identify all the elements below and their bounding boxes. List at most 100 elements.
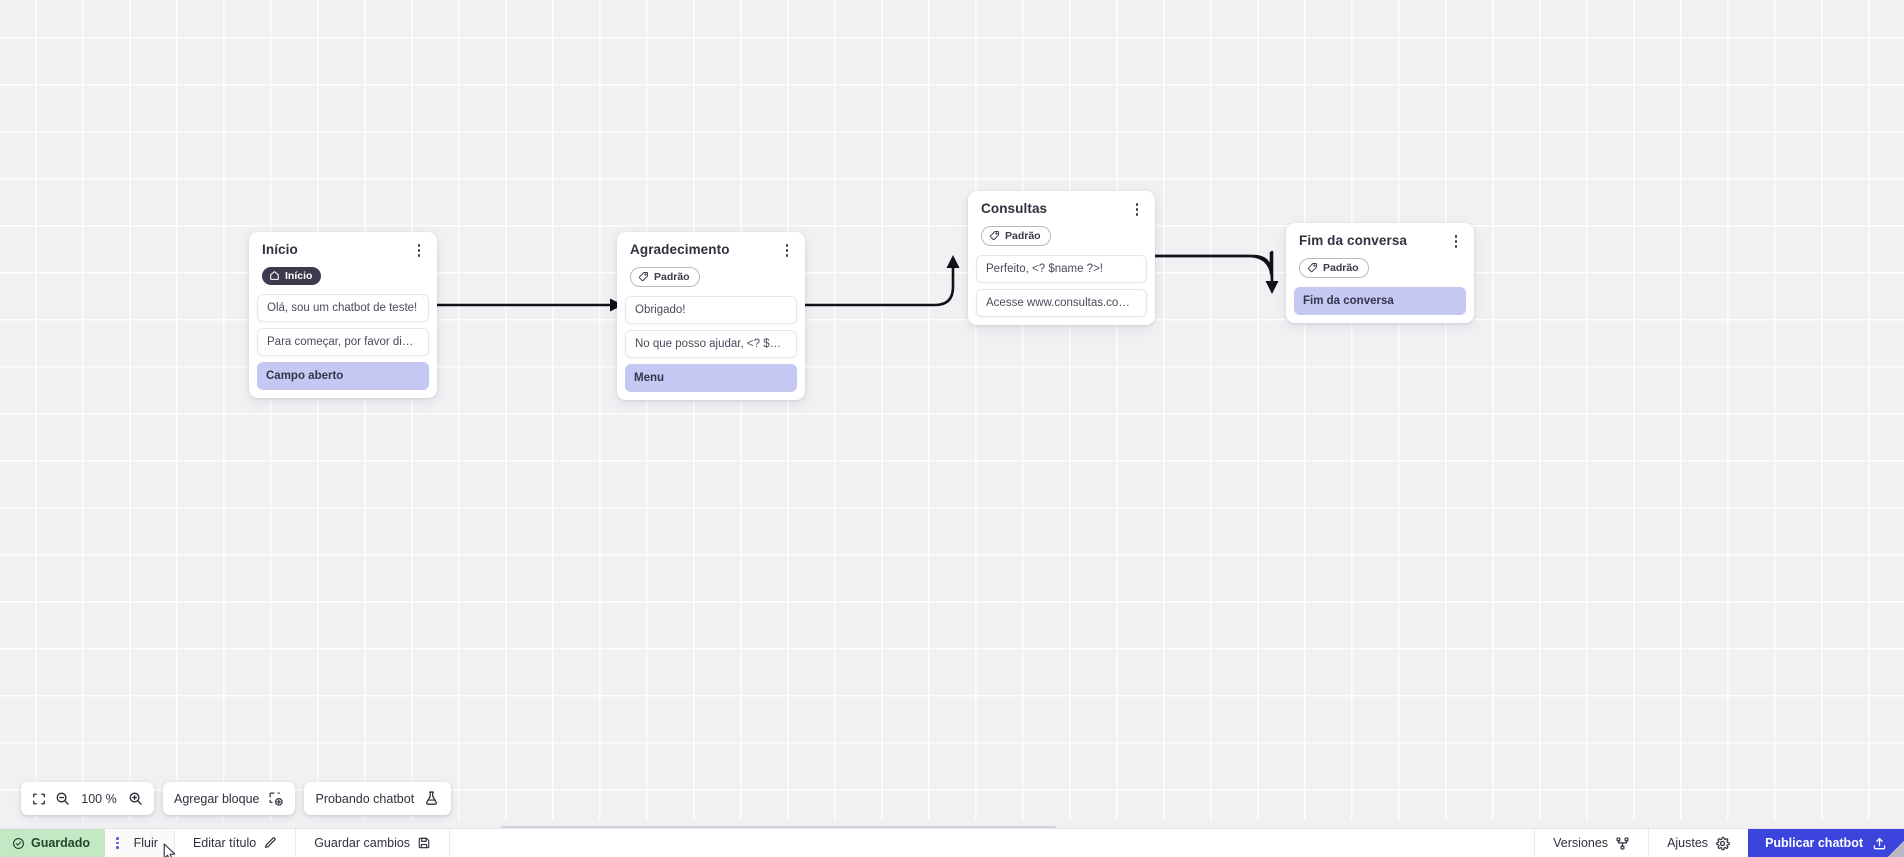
- edge-c-f: [1154, 248, 1272, 278]
- node-menu-icon[interactable]: [1130, 201, 1144, 218]
- node-menu-icon[interactable]: [412, 242, 426, 259]
- status-bar: Guardado Fluir Editar título Guardar cam…: [0, 828, 1904, 857]
- statusbar-spacer: [450, 829, 1534, 857]
- settings-label: Ajustes: [1667, 836, 1709, 850]
- node-message[interactable]: Para começar, por favor digite o ...: [257, 327, 429, 356]
- add-block-label: Agregar bloque: [174, 791, 260, 806]
- node-badge-padrao[interactable]: Padrão: [981, 225, 1051, 246]
- save-changes-button[interactable]: Guardar cambios: [296, 829, 451, 857]
- node-title: Fim da conversa: [1299, 233, 1408, 248]
- node-badge-padrao[interactable]: Padrão: [1299, 257, 1369, 278]
- node-title: Início: [262, 242, 298, 257]
- edge-cf-render: [1154, 250, 1272, 279]
- node-message[interactable]: Obrigado!: [625, 295, 797, 324]
- flask-icon: [423, 790, 440, 807]
- node-slot[interactable]: Campo aberto: [257, 361, 429, 390]
- node-badge-inicio[interactable]: Início: [262, 266, 322, 285]
- node-slot[interactable]: Fim da conversa: [1294, 286, 1466, 315]
- node-header: Início Início: [249, 232, 437, 294]
- node-badge-label: Padrão: [654, 270, 690, 283]
- pencil-icon: [265, 837, 276, 848]
- edge-consultas-fim-draw: [1154, 256, 1272, 278]
- canvas-toolbar: 100 % Agregar bloque Probando chatbot: [21, 782, 452, 815]
- zoom-level-value: 100 %: [81, 791, 117, 806]
- zoom-out-icon[interactable]: [55, 791, 70, 806]
- home-icon: [270, 271, 279, 281]
- node-title: Consultas: [981, 201, 1048, 216]
- node-body: Perfeito, <? $name ?>! Acesse www.consul…: [968, 254, 1155, 325]
- zoom-controls-group: 100 %: [21, 782, 154, 815]
- edge-consultas-fim-final: [1154, 250, 1272, 278]
- node-badge-label: Início: [285, 269, 313, 282]
- gear-icon: [1716, 836, 1730, 850]
- node-slot[interactable]: Menu: [625, 363, 797, 392]
- edit-title-label: Editar título: [192, 836, 257, 850]
- versions-label: Versiones: [1553, 836, 1609, 850]
- node-badge-padrao[interactable]: Padrão: [630, 266, 700, 287]
- node-badge-row: Padrão: [981, 225, 1142, 246]
- node-header: Fim da conversa Padrão: [1286, 223, 1474, 287]
- edge-3: [1154, 250, 1272, 280]
- edge-consultas-fim-visible: [1154, 253, 1271, 276]
- node-badge-label: Padrão: [1005, 229, 1041, 242]
- node-badge-row: Padrão: [1299, 257, 1461, 278]
- save-changes-label: Guardar cambios: [314, 836, 411, 850]
- branch-icon: [1616, 836, 1629, 850]
- edge-consultas-fim: [1154, 252, 1273, 275]
- node-header: Agradecimento Padrão: [617, 232, 805, 296]
- node-badge-label: Padrão: [1323, 261, 1359, 274]
- vertical-dots-icon[interactable]: [113, 837, 122, 849]
- test-chatbot-button[interactable]: Probando chatbot: [304, 782, 452, 815]
- connector-layer: [437, 248, 1279, 312]
- node-body: Fim da conversa: [1286, 286, 1474, 323]
- check-circle-icon: [12, 837, 25, 849]
- node-message[interactable]: Acesse www.consultas.com par...: [976, 288, 1147, 317]
- add-block-icon: [268, 791, 284, 807]
- node-menu-icon[interactable]: [1449, 233, 1463, 250]
- saved-status-label: Guardado: [31, 836, 91, 850]
- node-title: Agradecimento: [630, 242, 730, 257]
- edit-title-button[interactable]: Editar título: [175, 829, 297, 857]
- statusbar-right-group: Versiones Ajustes Publicar chatbot: [1534, 829, 1904, 857]
- node-body: Obrigado! No que posso ajudar, <? $name …: [617, 295, 805, 400]
- tab-fluir-label: Fluir: [133, 836, 158, 850]
- publish-chatbot-button[interactable]: Publicar chatbot: [1748, 829, 1904, 857]
- flow-canvas[interactable]: Início Início Olá, sou um chatbot de tes…: [0, 0, 1904, 820]
- flow-node-inicio[interactable]: Início Início Olá, sou um chatbot de tes…: [249, 232, 437, 398]
- tag-icon: [638, 272, 648, 282]
- edge-consultas-fim-path: [1154, 250, 1272, 279]
- test-chatbot-label: Probando chatbot: [315, 791, 415, 806]
- versions-button[interactable]: Versiones: [1534, 829, 1648, 857]
- add-block-button[interactable]: Agregar bloque: [163, 782, 296, 815]
- node-badge-row: Padrão: [630, 266, 792, 287]
- node-header: Consultas Padrão: [968, 191, 1155, 255]
- flow-node-fim-da-conversa[interactable]: Fim da conversa Padrão Fim da conversa: [1286, 223, 1474, 323]
- publish-chatbot-label: Publicar chatbot: [1765, 836, 1863, 850]
- node-message[interactable]: Perfeito, <? $name ?>!: [976, 254, 1147, 283]
- tab-fluir[interactable]: Fluir: [105, 829, 175, 857]
- edge-consultas-fim-visible-2: [1152, 250, 1274, 282]
- zoom-in-icon[interactable]: [128, 791, 143, 806]
- node-body: Olá, sou um chatbot de teste! Para começ…: [249, 293, 437, 398]
- node-menu-icon[interactable]: [780, 242, 794, 259]
- edge-agradecimento-consultas: [805, 268, 955, 307]
- flow-node-consultas[interactable]: Consultas Padrão Perfeito, <? $name ?>! …: [968, 191, 1155, 325]
- tag-icon: [989, 231, 999, 241]
- settings-button[interactable]: Ajustes: [1648, 829, 1748, 857]
- edge-consultas-to-fim: [1154, 252, 1272, 277]
- tag-icon: [1307, 263, 1317, 273]
- edge-consultas-fim-main: [1154, 253, 1272, 276]
- edge-cf: [1154, 249, 1272, 279]
- fit-screen-icon[interactable]: [32, 792, 46, 806]
- edge-consultas-fim-2: [1154, 253, 1272, 276]
- flow-node-agradecimento[interactable]: Agradecimento Padrão Obrigado! No que po…: [617, 232, 805, 400]
- node-message[interactable]: Olá, sou um chatbot de teste!: [257, 293, 429, 322]
- upload-icon: [1873, 837, 1886, 849]
- edge-consultas-fimconversa: [1154, 252, 1272, 280]
- node-badge-row: Início: [262, 266, 424, 285]
- arrowhead-icon: [1265, 281, 1279, 294]
- node-message[interactable]: No que posso ajudar, <? $name ...: [625, 329, 797, 358]
- resize-corner-icon[interactable]: [1888, 841, 1904, 857]
- saved-status-badge: Guardado: [0, 829, 106, 857]
